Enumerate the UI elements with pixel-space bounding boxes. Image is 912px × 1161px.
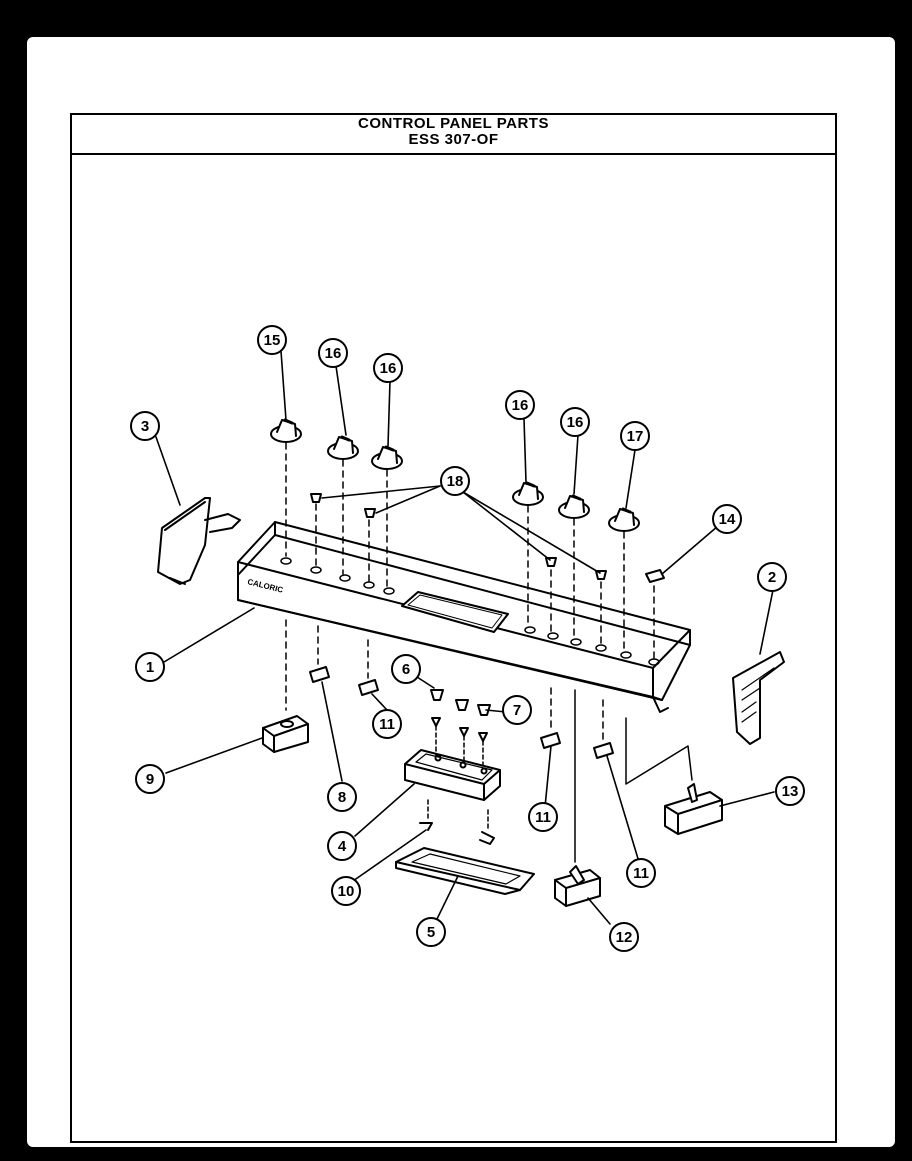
callout-circle	[130, 411, 160, 441]
callout-circle	[609, 922, 639, 952]
callout-8: 8	[327, 782, 357, 812]
callout-15: 15	[257, 325, 287, 355]
callout-number: 11	[633, 865, 649, 882]
callout-circle	[372, 709, 402, 739]
callout-number: 15	[264, 332, 281, 349]
callout-number: 4	[338, 838, 347, 855]
callout-circle	[327, 831, 357, 861]
callout-number: 7	[513, 702, 521, 719]
callout-circle	[757, 562, 787, 592]
callout-3: 3	[130, 411, 160, 441]
callout-leaders	[155, 350, 775, 925]
callout-number: 18	[447, 473, 464, 490]
callout-number: 8	[338, 789, 346, 806]
spring-clips-part-10	[419, 799, 495, 845]
callout-17: 17	[620, 421, 650, 451]
callout-number: 1	[146, 659, 154, 676]
callout-circle	[775, 776, 805, 806]
callout-13: 13	[775, 776, 805, 806]
callout-number: 14	[719, 511, 736, 528]
callout-circle	[626, 858, 656, 888]
callout-11b: 11	[528, 802, 558, 832]
callout-4: 4	[327, 831, 357, 861]
callout-18: 18	[440, 466, 470, 496]
callout-11c: 11	[626, 858, 656, 888]
callout-5: 5	[416, 917, 446, 947]
knob-16-d	[558, 494, 590, 519]
title-block: CONTROL PANEL PARTS ESS 307-OF	[70, 113, 837, 155]
callout-7: 7	[502, 695, 532, 725]
plate-part-5	[395, 847, 535, 895]
knob-16-b	[371, 445, 403, 470]
callout-number: 6	[402, 661, 410, 678]
callout-circle	[505, 390, 535, 420]
callout-10: 10	[331, 876, 361, 906]
knob-16-a	[327, 435, 359, 460]
knob-16-c	[512, 481, 544, 506]
callout-9: 9	[135, 764, 165, 794]
callout-number: 13	[782, 783, 799, 800]
callout-6: 6	[391, 654, 421, 684]
callout-number: 16	[512, 397, 529, 414]
callout-16b: 16	[373, 353, 403, 383]
callout-circle	[318, 338, 348, 368]
bracket-left-part	[157, 497, 241, 585]
callout-number: 11	[535, 809, 551, 826]
callout-circle	[560, 407, 590, 437]
clip-group	[309, 666, 614, 759]
callout-circle	[620, 421, 650, 451]
callout-number: 17	[627, 428, 644, 445]
callout-16c: 16	[505, 390, 535, 420]
knob-group	[270, 418, 640, 532]
callout-12: 12	[609, 922, 639, 952]
bezel-buttons	[430, 689, 491, 769]
callout-circle	[391, 654, 421, 684]
switch-part-13	[664, 783, 723, 835]
drawing-frame	[70, 113, 837, 1143]
knob-15	[270, 418, 302, 443]
callout-number: 16	[325, 345, 342, 362]
callout-circle	[327, 782, 357, 812]
callout-number: 16	[567, 414, 584, 431]
callout-number: 2	[768, 569, 776, 586]
page-number: —16—	[437, 1147, 475, 1161]
callout-number: 12	[616, 929, 633, 946]
callout-16a: 16	[318, 338, 348, 368]
callout-circle	[528, 802, 558, 832]
callout-11a: 11	[372, 709, 402, 739]
callout-circle	[257, 325, 287, 355]
callout-circle	[331, 876, 361, 906]
switch-part-9	[262, 715, 309, 753]
callout-circle	[135, 764, 165, 794]
callout-2: 2	[757, 562, 787, 592]
switch-part-12	[554, 865, 601, 907]
callout-circle	[416, 917, 446, 947]
bracket-right-part	[732, 651, 785, 745]
callout-circle	[712, 504, 742, 534]
callout-circle	[373, 353, 403, 383]
callout-number: 11	[379, 716, 395, 733]
callout-1: 1	[135, 652, 165, 682]
callout-number: 5	[427, 924, 435, 941]
push-button-group	[310, 493, 607, 580]
control-panel-part	[237, 521, 691, 713]
callout-number: 10	[338, 883, 355, 900]
callout-circle	[440, 466, 470, 496]
knob-leader-lines	[285, 442, 655, 659]
clip-part-14	[645, 569, 665, 583]
callout-number: 3	[141, 418, 149, 435]
callout-circle	[135, 652, 165, 682]
model-number: ESS 307-OF	[408, 131, 499, 148]
callout-14: 14	[712, 504, 742, 534]
bezel-part-4	[404, 749, 501, 801]
callout-circle	[502, 695, 532, 725]
diagram-title: CONTROL PANEL PARTS	[358, 115, 549, 132]
knob-17	[608, 507, 640, 532]
callout-number: 9	[146, 771, 154, 788]
callout-number: 16	[380, 360, 397, 377]
callout-16d: 16	[560, 407, 590, 437]
